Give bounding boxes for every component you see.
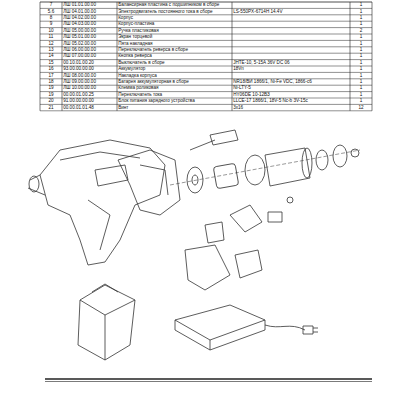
bearing-plate — [213, 163, 238, 188]
table-cell: Кнопка реверса — [118, 53, 152, 59]
table-cell: ЛШ 04.03.00.00 — [63, 21, 96, 27]
quantity-cell: 1 — [360, 92, 363, 98]
table-rule — [117, 2, 118, 111]
table-cell: 3x16 — [233, 105, 243, 111]
table-cell: ЛШ 08.00.00.00 — [63, 73, 96, 79]
frame-line — [45, 378, 372, 379]
table-cell: Батарея аккумуляторная в сборе — [118, 79, 189, 85]
table-cell: Переключатель реверса в сборе — [118, 47, 188, 53]
table-cell: 91.00.00.00.00 — [63, 98, 94, 104]
table-cell: Блок питания зарядного устройства — [118, 98, 195, 104]
item-number: 16 — [48, 66, 53, 72]
table-cell: Корпус — [118, 15, 133, 21]
table-cell: Ni-LTY-5 — [233, 85, 251, 91]
table-cell: Накладка корпуса — [118, 73, 157, 79]
table-rule — [232, 2, 233, 111]
item-number: 5.6 — [48, 9, 54, 15]
fan — [316, 150, 328, 170]
quantity-cell: 1 — [360, 2, 363, 8]
table-cell: ЛШ 09.00.00.00 — [63, 79, 96, 85]
quantity-cell: 1 — [360, 79, 363, 85]
motor-flange — [245, 155, 265, 185]
quantity-cell: 1 — [360, 15, 363, 21]
item-number: 21 — [48, 105, 53, 111]
item-number: 14 — [48, 53, 53, 59]
table-cell: 00.00.01.01.48 — [63, 105, 94, 111]
gear — [187, 167, 203, 193]
item-number: 11 — [49, 34, 54, 40]
item-number: 13 — [48, 47, 53, 53]
table-cell: NR18/ВИ 1866/1, Ni-Fe VDC, 1866-с6 — [233, 79, 312, 85]
table-cell: LS-550PX-6714H 14.4V — [233, 9, 282, 15]
table-cell: Ручка пластиковая — [118, 28, 158, 34]
table-cell: ЛШ 05.00.00.00 — [63, 28, 96, 34]
table-cell: HY06DE 10-12ВЗ — [233, 92, 270, 98]
quantity-cell: 1 — [360, 9, 363, 15]
table-cell: 18Vn — [233, 66, 244, 72]
table-cell: LLCE-17 1866/1, 18V-5 Nс-b 3V-15c — [233, 98, 308, 104]
item-number: 19 — [48, 92, 53, 98]
quantity-cell: 1 — [360, 34, 363, 40]
table-cell: Корпус-пластина — [118, 21, 154, 27]
quantity-cell: 1 — [360, 73, 363, 79]
item-number: 20 — [48, 98, 53, 104]
battery — [78, 285, 135, 360]
end-cap — [333, 145, 347, 167]
table-cell: ЛШ 01.01.00.00 — [63, 2, 96, 8]
item-number: 7 — [50, 2, 53, 8]
table-cell: ЛШ 05.02.00.00 — [63, 41, 96, 47]
table-cell: 00.00.01.00.25 — [63, 92, 94, 98]
housing-half — [118, 150, 180, 215]
drill-housing — [40, 140, 165, 265]
item-number: 17 — [48, 73, 53, 79]
table-rule — [372, 2, 373, 111]
table-cell: Пята накладная — [118, 41, 152, 47]
item-number: 8 — [50, 15, 53, 21]
chuck — [29, 176, 39, 192]
item-number: 9 — [50, 21, 53, 27]
table-cell: JHTE-10, 5-15A 36V DC 06 — [233, 60, 289, 66]
quantity-cell: 1 — [360, 85, 363, 91]
table-cell: Клемма роликовая — [118, 85, 158, 91]
table-cell: 93.00.00.00.00 — [63, 66, 94, 72]
table-cell: Экран торцевой — [118, 34, 152, 40]
quantity-cell: 1 — [360, 47, 363, 53]
table-cell: ЛШ 07.00.00.00 — [63, 53, 96, 59]
table-rule — [350, 2, 351, 111]
table-cell: ЛШ 05.01.00.00 — [63, 34, 96, 40]
table-cell: Выключатель в сборе — [118, 60, 164, 66]
quantity-cell: 12 — [358, 105, 363, 111]
table-cell: ЛШ 04.01.00.00 — [63, 9, 96, 15]
table-cell: Аккумулятор — [118, 66, 145, 72]
table-cell: Электродвигатель постоянного тока в сбор… — [118, 9, 212, 15]
switch — [230, 205, 262, 232]
table-cell: 00.10.01.00.20 — [63, 60, 94, 66]
table-cell: ЛШ 10.00.00.00 — [63, 85, 96, 91]
table-cell: Переключатель тока — [118, 92, 162, 98]
quantity-cell: 1 — [360, 66, 363, 72]
table-rule — [62, 2, 63, 111]
quantity-cell: 1 — [360, 41, 363, 47]
table-cell: Балансирная пластина с подшипником в сбо… — [118, 2, 219, 8]
quantity-cell: 2 — [360, 28, 363, 34]
item-number: 15 — [48, 60, 53, 66]
table-cell: Винт — [118, 105, 128, 111]
quantity-cell: 1 — [360, 98, 363, 104]
reverse-button — [268, 212, 282, 222]
quantity-cell: 1 — [360, 21, 363, 27]
table-cell: ЛШ 04.02.00.00 — [63, 15, 96, 21]
item-number: 19 — [48, 85, 53, 91]
table-rule — [40, 2, 41, 111]
item-number: 18 — [48, 79, 53, 85]
handle — [185, 245, 230, 290]
table-rule — [40, 110, 372, 111]
quantity-cell: 1 — [360, 60, 363, 66]
quantity-cell: 1 — [360, 53, 363, 59]
item-number: 12 — [48, 41, 53, 47]
table-cell: ЛШ 06.00.00.00 — [63, 47, 96, 53]
item-number: 10 — [48, 28, 53, 34]
